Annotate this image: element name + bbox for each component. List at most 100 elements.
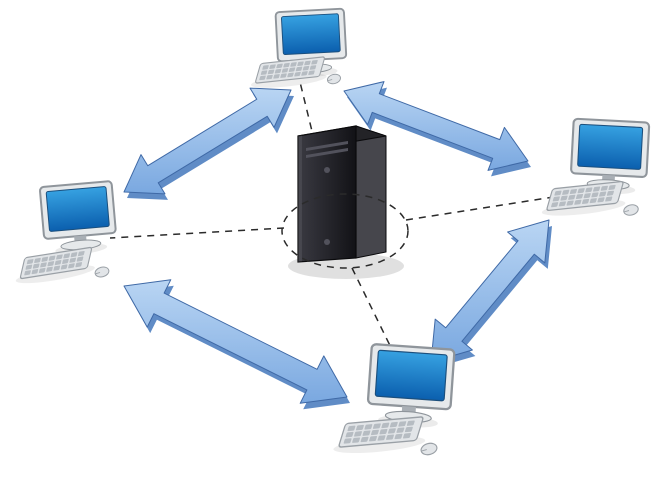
keyboard-key	[25, 264, 33, 270]
keyboard-key	[62, 258, 69, 264]
keyboard-key	[402, 433, 411, 439]
server-side-face	[355, 125, 387, 259]
screen	[374, 349, 448, 402]
keyboard-key	[575, 193, 584, 200]
keyboard-key	[398, 421, 407, 427]
keyboard-key	[600, 185, 608, 191]
keyboard-key	[558, 201, 566, 207]
keyboard-key	[53, 265, 61, 271]
arrow-top-right	[343, 81, 531, 177]
keyboard-key	[389, 421, 398, 428]
keyboard-key	[283, 62, 290, 68]
keyboard-key	[591, 192, 599, 198]
client-computer-right	[541, 117, 651, 216]
keyboard-key	[47, 261, 55, 267]
keyboard-key	[269, 64, 276, 69]
keyboard-key	[394, 433, 403, 440]
server-emblem	[324, 167, 330, 173]
keyboard-key	[606, 190, 614, 196]
keyboard-key	[566, 200, 574, 206]
link-server-top	[299, 81, 331, 206]
keyboard-key	[568, 194, 576, 200]
link-server-bottom	[351, 267, 401, 367]
keyboard-key	[552, 196, 560, 202]
keyboard-key	[593, 186, 601, 192]
keyboard-key	[608, 184, 616, 190]
keyboard-key	[68, 263, 75, 269]
keyboard-key	[46, 266, 53, 272]
keyboard-key	[304, 60, 311, 66]
keyboard-key	[362, 430, 371, 436]
keyboard-key	[381, 422, 390, 429]
server-drive-slot	[306, 141, 348, 151]
keyboard-key	[406, 420, 415, 426]
keyboard-key	[369, 435, 377, 442]
keyboard-key	[372, 423, 381, 429]
server-edge-highlight	[298, 135, 302, 262]
keyboard-key	[379, 428, 388, 435]
keyboard-key	[387, 428, 396, 434]
monitor	[39, 180, 117, 255]
arrows-layer	[123, 81, 552, 410]
clients-layer	[15, 7, 651, 456]
keyboard-key	[581, 198, 590, 204]
keyboard-key	[31, 269, 39, 275]
keyboard-key	[560, 195, 568, 201]
keyboard-key	[290, 62, 297, 67]
keyboard-key	[589, 198, 597, 204]
keyboard-key	[295, 66, 303, 72]
arrow-left-bottom	[123, 279, 350, 410]
keyboard	[15, 246, 95, 284]
keyboard-key	[75, 262, 83, 268]
keyboard-key	[297, 61, 304, 67]
hub-dashed-ellipse	[281, 193, 409, 269]
keyboard-key	[276, 63, 283, 69]
keyboard	[333, 416, 426, 454]
keyboard-key	[577, 188, 585, 194]
keyboard-key	[24, 270, 31, 276]
mouse	[94, 266, 110, 278]
keyboard-key	[599, 191, 607, 197]
keyboard-key	[309, 65, 317, 70]
keyboard	[250, 56, 327, 88]
monitor	[366, 343, 456, 428]
keyboard-key	[48, 255, 56, 261]
keyboard-key	[78, 250, 85, 257]
link-server-left	[109, 227, 285, 239]
keyboard-key	[308, 70, 315, 75]
server-power-button	[324, 239, 330, 245]
keyboard-key	[404, 426, 413, 433]
keyboard-key	[54, 260, 62, 266]
arrow-top-left	[123, 87, 294, 200]
keyboard-key	[302, 65, 310, 71]
keyboard-key	[597, 197, 605, 203]
keyboard-key	[262, 65, 269, 70]
keyboard-key	[355, 424, 364, 431]
keyboard-key	[371, 429, 379, 436]
screen	[577, 123, 644, 170]
keyboard-key	[554, 190, 562, 196]
keyboard-key	[605, 196, 613, 202]
keyboard-key	[343, 438, 352, 444]
keyboard-key	[345, 431, 354, 438]
keyboard-key	[551, 202, 559, 208]
keyboard-key	[274, 68, 282, 74]
keyboard-key	[56, 254, 63, 260]
keyboard-key	[354, 431, 362, 437]
keyboard-key	[260, 70, 268, 75]
mouse-button-line	[624, 210, 630, 213]
arrow-top-face	[123, 279, 348, 404]
mouse-button-line	[95, 272, 101, 275]
keyboard-key	[288, 67, 296, 72]
hub-ellipse-layer	[281, 193, 409, 269]
link-server-right	[405, 195, 561, 221]
keyboard-key	[63, 253, 70, 259]
dashed-links-layer	[109, 81, 561, 367]
keyboard	[541, 180, 626, 216]
keyboard-key	[377, 435, 386, 441]
arrow-top-face	[343, 81, 529, 171]
client-computer-top	[250, 7, 348, 88]
keyboard-key	[583, 193, 591, 199]
keyboard-key	[301, 71, 308, 76]
